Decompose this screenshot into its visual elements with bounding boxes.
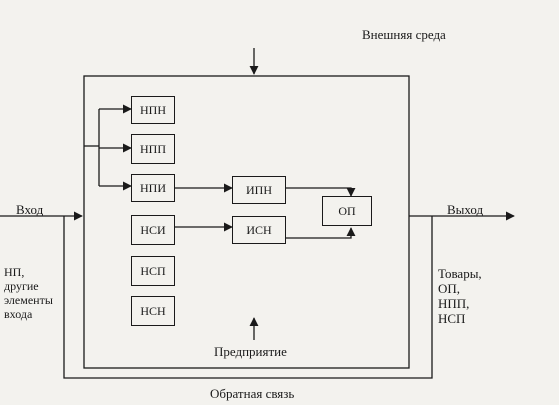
block-npi: НПИ bbox=[131, 174, 175, 202]
output-label: Выход bbox=[447, 202, 484, 217]
right-note: Товары, ОП, НПП, НСП bbox=[438, 266, 482, 326]
arrow-isn-op bbox=[286, 227, 356, 239]
left-note-line: другие bbox=[4, 279, 39, 293]
right-note-line: НПП, bbox=[438, 296, 470, 311]
block-npp: НПП bbox=[131, 134, 175, 164]
block-npn: НПН bbox=[131, 96, 175, 124]
enterprise-label: Предприятие bbox=[214, 344, 287, 359]
right-note-line: ОП, bbox=[438, 281, 461, 296]
feedback-label: Обратная связь bbox=[210, 386, 295, 401]
left-note-line: входа bbox=[4, 307, 33, 321]
input-label: Вход bbox=[16, 202, 44, 217]
right-note-line: Товары, bbox=[438, 266, 482, 281]
block-nsi: НСИ bbox=[131, 215, 175, 245]
enterprise-frame bbox=[83, 75, 410, 369]
feedback-loop bbox=[63, 216, 433, 379]
block-isn: ИСН bbox=[232, 216, 286, 244]
right-note-line: НСП bbox=[438, 311, 466, 326]
arrow-ipn-op bbox=[286, 187, 356, 197]
block-ipn: ИПН bbox=[232, 176, 286, 204]
left-note-line: НП, bbox=[4, 265, 25, 279]
left-note: НП, другие элементы входа bbox=[4, 265, 53, 321]
environment-label: Внешняя среда bbox=[362, 27, 446, 42]
left-note-line: элементы bbox=[4, 293, 53, 307]
block-nsp: НСП bbox=[131, 256, 175, 286]
block-op: ОП bbox=[322, 196, 372, 226]
block-nsn: НСН bbox=[131, 296, 175, 326]
